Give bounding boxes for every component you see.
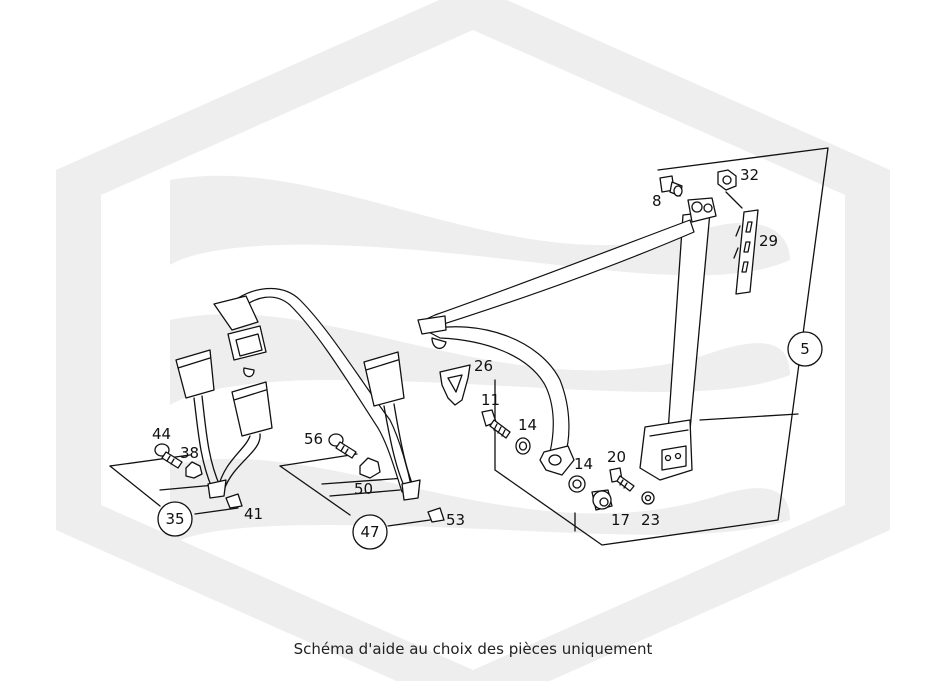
callout-29: 29 bbox=[759, 232, 778, 250]
clip-41 bbox=[225, 493, 243, 509]
callout-labels: 8 32 29 5 26 11 14 14 20 17 23 44 38 35 … bbox=[152, 166, 823, 550]
callout-53: 53 bbox=[446, 511, 465, 529]
bolt-56 bbox=[328, 433, 357, 459]
bushing-14-lower bbox=[568, 475, 586, 493]
callout-11: 11 bbox=[481, 391, 500, 409]
washer-38 bbox=[185, 461, 203, 479]
buckle-center bbox=[363, 351, 415, 491]
washer-50 bbox=[359, 457, 381, 479]
callout-47-circle: 47 bbox=[352, 514, 388, 550]
diagram-disclaimer-caption: Schéma d'aide au choix des pièces unique… bbox=[293, 640, 653, 658]
height-adjuster-29 bbox=[725, 191, 759, 295]
bolt-11 bbox=[481, 409, 511, 439]
callout-41: 41 bbox=[244, 505, 263, 523]
sleeve-17 bbox=[591, 489, 613, 511]
callout-5-circle: 5 bbox=[787, 331, 823, 367]
callout-47: 47 bbox=[360, 523, 379, 541]
center-belt-assembly-47 bbox=[213, 287, 445, 527]
buckle-left-a bbox=[175, 349, 221, 489]
washer-23 bbox=[641, 491, 655, 505]
callout-20: 20 bbox=[607, 448, 626, 466]
callout-56: 56 bbox=[304, 430, 323, 448]
callout-17: 17 bbox=[611, 511, 630, 529]
callout-8: 8 bbox=[652, 192, 662, 210]
bushing-14-upper bbox=[515, 437, 531, 455]
callout-35: 35 bbox=[165, 510, 184, 528]
callout-35-circle: 35 bbox=[157, 501, 193, 537]
bolt-8 bbox=[659, 175, 683, 197]
callout-26: 26 bbox=[474, 357, 493, 375]
buckle-left-b bbox=[217, 381, 273, 491]
callout-23: 23 bbox=[641, 511, 660, 529]
anchor-plate-26 bbox=[439, 364, 471, 406]
callout-32: 32 bbox=[740, 166, 759, 184]
callout-14-upper: 14 bbox=[518, 416, 537, 434]
bolt-44 bbox=[154, 443, 183, 469]
callout-5: 5 bbox=[800, 340, 810, 358]
retractor-unit bbox=[639, 197, 717, 481]
bolt-20 bbox=[609, 467, 635, 492]
callout-50: 50 bbox=[354, 480, 373, 498]
nut-32 bbox=[717, 169, 737, 191]
left-buckle-assembly-35 bbox=[109, 349, 273, 515]
callout-38: 38 bbox=[180, 444, 199, 462]
callout-44: 44 bbox=[152, 425, 171, 443]
right-belt-assembly bbox=[417, 147, 829, 546]
clip-53 bbox=[427, 507, 445, 523]
callout-14-lower: 14 bbox=[574, 455, 593, 473]
